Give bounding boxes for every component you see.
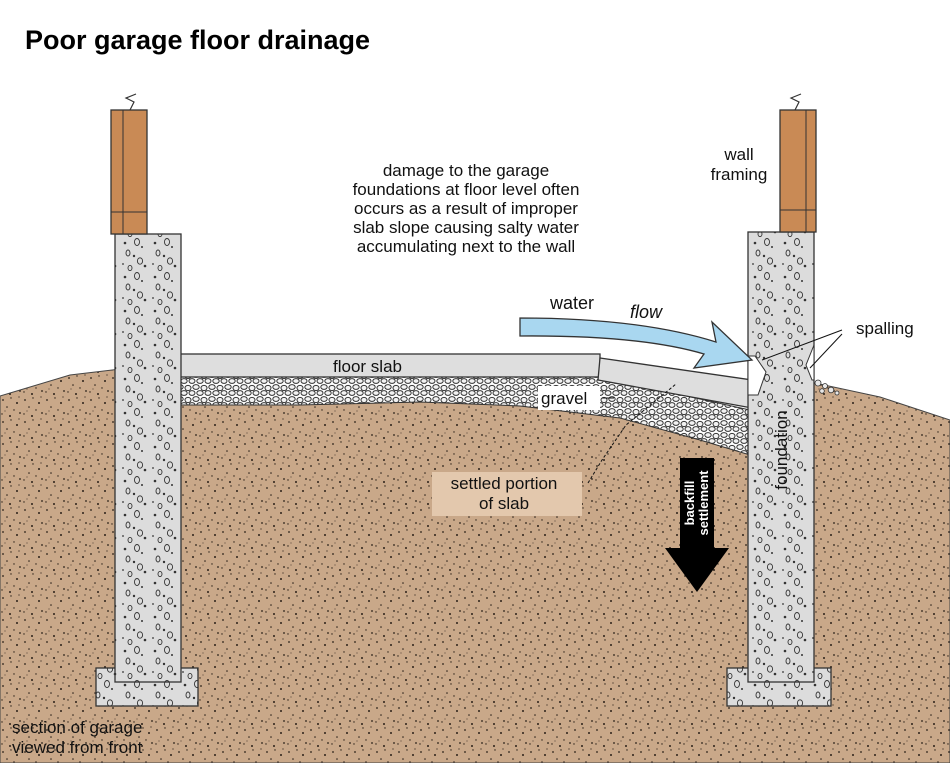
flow-label: flow <box>630 302 663 322</box>
spalling-leader-2 <box>809 333 843 369</box>
caption-line-3: occurs as a result of improper <box>354 199 578 218</box>
left-foundation-wall <box>114 233 182 683</box>
caption-line-5: accumulating next to the wall <box>357 237 575 256</box>
floor-slab-label: floor slab <box>333 357 402 376</box>
spalling-leader-1 <box>761 329 843 361</box>
settled-portion-label-2: of slab <box>479 494 529 513</box>
foundation-label: foundation <box>772 410 791 489</box>
page-title: Poor garage floor drainage <box>25 25 370 55</box>
backfill-settlement-arrow <box>665 458 729 592</box>
right-foundation-wall <box>747 231 815 683</box>
spalling-outer <box>805 344 815 381</box>
settled-portion-bg <box>432 472 582 516</box>
wall-framing-label-1: wall <box>723 145 753 164</box>
caption-line-2: foundations at floor level often <box>353 180 580 199</box>
spalling-label: spalling <box>856 319 914 338</box>
water-flow-arrow <box>519 317 754 369</box>
backfill-label: backfill <box>682 481 697 526</box>
water-label: water <box>549 293 594 313</box>
caption-line-4: slab slope causing salty water <box>353 218 579 237</box>
spalling-debris <box>814 379 840 396</box>
section-note-line-2: viewed from front <box>12 738 143 757</box>
left-wall-framing <box>110 93 148 235</box>
gravel-label: gravel <box>541 389 587 408</box>
settled-portion-label-1: settled portion <box>451 474 558 493</box>
wall-framing-label-2: framing <box>711 165 768 184</box>
gravel-label-bg <box>538 386 600 410</box>
section-note-line-1: section of garage <box>12 718 142 737</box>
settled-slab-leader <box>587 383 677 484</box>
settlement-label: settlement <box>696 470 711 536</box>
right-wall-framing <box>779 93 817 233</box>
caption-line-1: damage to the garage <box>383 161 549 180</box>
spalling-notch <box>747 355 767 396</box>
